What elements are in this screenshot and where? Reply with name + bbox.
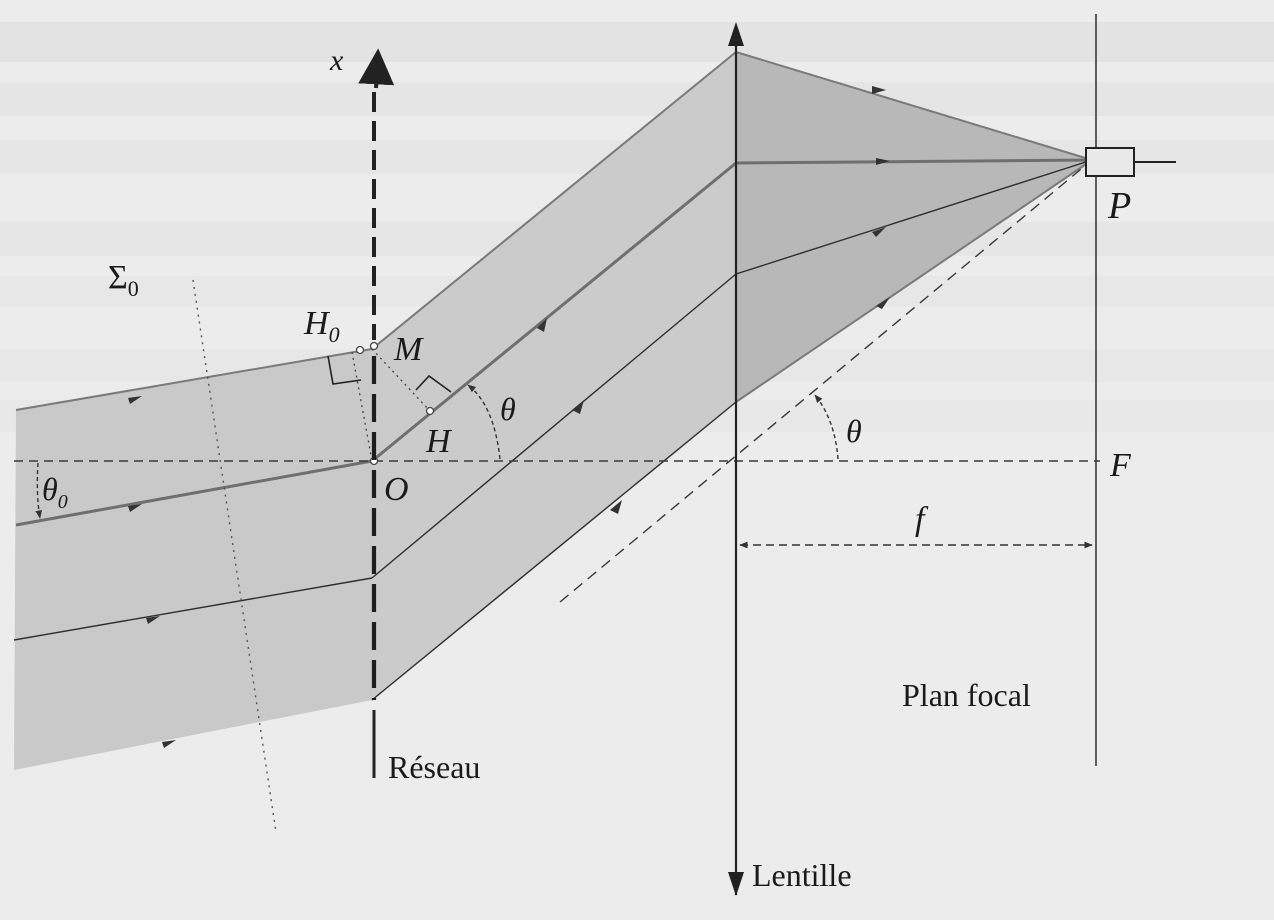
lens-top-arrow (728, 22, 744, 46)
theta-grating-label: θ (500, 391, 516, 427)
lens-label: Lentille (752, 857, 852, 893)
sigma0-label: Σ0 (108, 259, 139, 301)
focal-length-label: f (915, 501, 929, 538)
sigma-symbol: Σ (108, 259, 128, 296)
f-point-label: F (1109, 447, 1132, 484)
m-label: M (393, 331, 424, 368)
thin-rays (13, 159, 1093, 701)
ray-arrows (128, 86, 890, 748)
h0-label: H0 (303, 305, 340, 347)
path-difference-lines (351, 348, 431, 462)
x-axis-label: x (329, 44, 344, 77)
h-label: H (425, 423, 453, 460)
sigma-subscript: 0 (128, 276, 139, 301)
theta0-letter: θ (42, 471, 58, 507)
theta0-subscript: 0 (58, 491, 68, 513)
converging-cone (736, 52, 1092, 402)
diffracted-beam (372, 52, 736, 700)
h0-letter: H (303, 305, 331, 342)
lens-bottom-arrow (728, 872, 744, 896)
x-axis-arrow (358, 48, 395, 89)
detector (1085, 147, 1176, 177)
theta0-arc (35, 462, 43, 519)
central-lens-ray (559, 159, 1093, 603)
right-angle-markers (327, 355, 452, 393)
beam-edges (15, 51, 1093, 411)
focal-plane-label: Plan focal (902, 677, 1031, 713)
theta-arc-lens (814, 394, 839, 460)
theta-arc-grating (467, 384, 501, 460)
incident-beam (14, 349, 372, 770)
h0-subscript: 0 (329, 322, 340, 347)
o-label: O (384, 471, 409, 508)
grating-label: Réseau (388, 749, 480, 785)
theta0-label: θ0 (42, 471, 68, 513)
theta-lens-label: θ (846, 413, 862, 449)
p-label: P (1107, 185, 1131, 227)
